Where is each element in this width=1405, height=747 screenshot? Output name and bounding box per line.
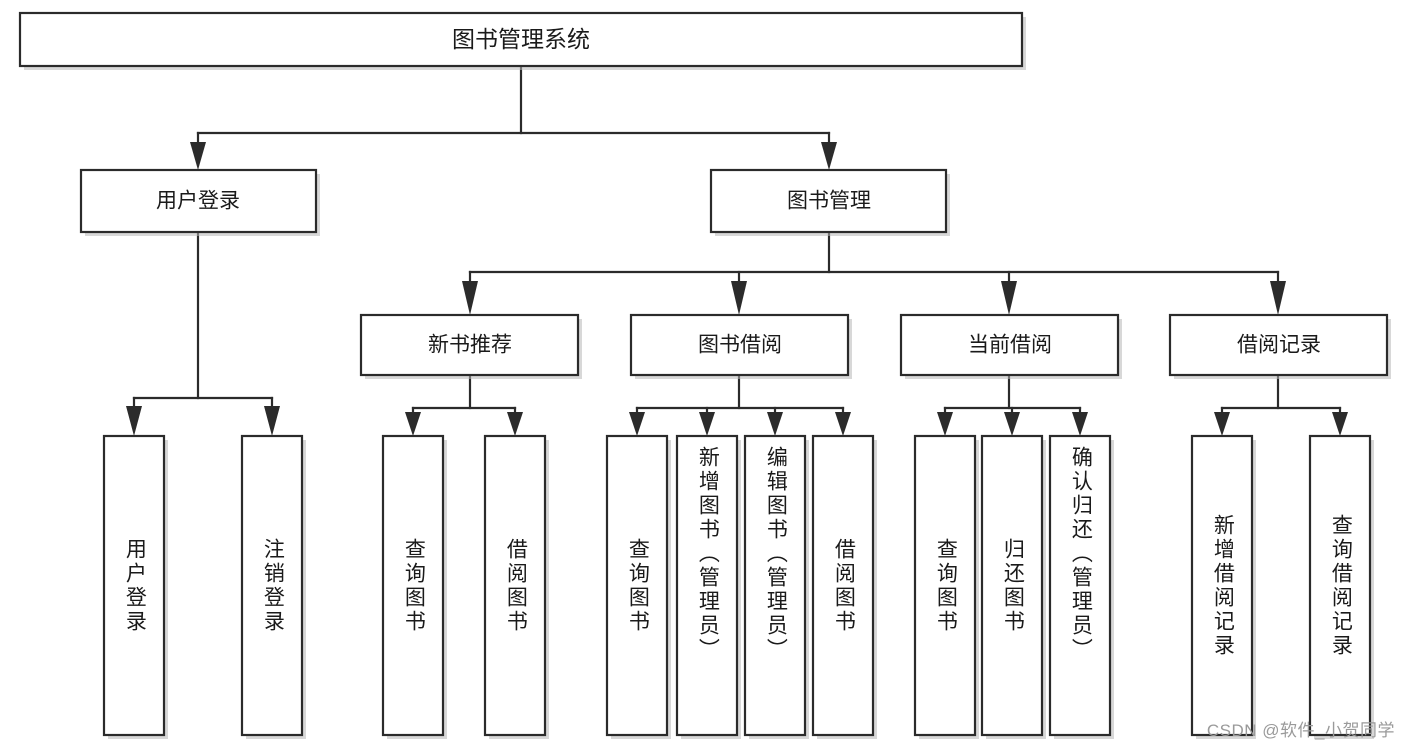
node-book-borrow[interactable] [629, 313, 850, 377]
level3-node-1-label: 新书推荐 [428, 334, 512, 357]
arrow-to-book-manage [821, 142, 837, 170]
leaf-node-borrowrecord-add-record[interactable] [1190, 434, 1254, 737]
level3-node-2-label: 图书借阅 [698, 334, 782, 357]
leaf-node-bookborrow-add-book[interactable] [675, 434, 739, 737]
leaf-node-currentborrow-confirm-return[interactable] [1048, 434, 1112, 737]
node-user-login[interactable] [79, 168, 318, 234]
leaf-node-newbook-query-book[interactable] [381, 434, 445, 737]
node-book-management-system[interactable] [18, 11, 1024, 68]
arrow-to-currentborrow-leaf-2 [1004, 412, 1020, 436]
root-node-label: 图书管理系统 [452, 26, 590, 52]
leaf-node-currentborrow-return-book[interactable] [980, 434, 1044, 737]
level2-node-2-label: 图书管理 [787, 190, 871, 213]
leaf-node-bookborrow-query-book[interactable] [605, 434, 669, 737]
leaf-node-user-login[interactable] [102, 434, 166, 737]
arrow-to-newbook-leaf-1 [405, 412, 421, 436]
csdn-watermark: CSDN @软件_小贺同学 [1206, 721, 1395, 740]
leaf-node-newbook-borrow-book[interactable] [483, 434, 547, 737]
leaf-node-bookborrow-edit-book[interactable] [743, 434, 807, 737]
node-new-book-recommend[interactable] [359, 313, 580, 377]
arrow-to-bookborrow-leaf-4 [835, 412, 851, 436]
arrow-to-leaf-logout-login [264, 406, 280, 436]
level3-node-4-label: 借阅记录 [1237, 334, 1321, 357]
arrow-to-bookborrow-leaf-2 [699, 412, 715, 436]
connector-layer [126, 64, 1348, 436]
node-layer: 图书管理系统 用户登录 图书管理 新书推荐 图书借阅 当前借阅 借阅记录 [18, 11, 1391, 739]
arrow-to-current-borrow [1001, 281, 1017, 315]
node-book-management[interactable] [709, 168, 948, 234]
node-borrow-record[interactable] [1168, 313, 1389, 377]
leaf-node-currentborrow-query-book[interactable] [913, 434, 977, 737]
node-current-borrow[interactable] [899, 313, 1120, 377]
arrow-to-leaf-user-login [126, 406, 142, 436]
arrow-to-borrowrecord-leaf-2 [1332, 412, 1348, 436]
leaf-node-logout-login[interactable] [240, 434, 304, 737]
leaf-node-borrowrecord-query-record[interactable] [1308, 434, 1372, 737]
arrow-to-newbook-leaf-2 [507, 412, 523, 436]
arrow-to-book-borrow [731, 281, 747, 315]
leaf-node-bookborrow-borrow-book[interactable] [811, 434, 875, 737]
arrow-to-bookborrow-leaf-3 [767, 412, 783, 436]
arrow-to-borrow-record [1270, 281, 1286, 315]
level2-node-1-label: 用户登录 [156, 190, 240, 213]
arrow-to-bookborrow-leaf-1 [629, 412, 645, 436]
arrow-to-currentborrow-leaf-1 [937, 412, 953, 436]
level3-node-3-label: 当前借阅 [968, 334, 1052, 357]
arrow-to-borrowrecord-leaf-1 [1214, 412, 1230, 436]
arrow-to-new-book-recommend [462, 281, 478, 315]
arrow-to-currentborrow-leaf-3 [1072, 412, 1088, 436]
arrow-to-user-login [190, 142, 206, 170]
